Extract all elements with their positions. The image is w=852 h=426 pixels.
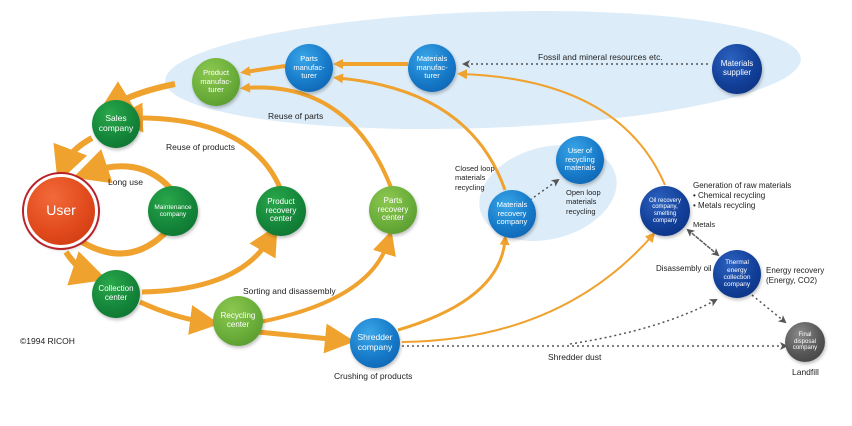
label-open-loop: Open loop materials recycling — [566, 188, 601, 216]
node-collection-center: Collection center — [92, 270, 140, 318]
label-shredder-dust: Shredder dust — [548, 352, 602, 362]
arrow-sales-to-user — [53, 135, 94, 183]
label-energy-recovery: Energy recovery (Energy, CO2) — [766, 266, 825, 285]
label-landfill: Landfill — [792, 367, 819, 377]
dotted-shredder-to-thermal — [569, 299, 718, 345]
label-crushing: Crushing of products — [334, 371, 413, 381]
dotted-thermal-to-final — [751, 294, 787, 324]
manufacturing-region — [165, 10, 801, 130]
arrow-recycling-to-parts-recovery — [259, 230, 396, 324]
arrow-user-to-collection — [63, 250, 108, 286]
node-parts-recovery-center-label: Parts recovery center — [377, 195, 409, 223]
node-recycling-center: Recycling center — [213, 296, 263, 346]
node-parts-manufacturer: Parts manufac- turer — [285, 44, 333, 92]
node-collection-center-label: Collection center — [98, 284, 134, 302]
node-materials-manufacturer-label: Materials manufac- turer — [416, 54, 448, 81]
node-materials-recovery-company: Materials recovery company — [488, 190, 536, 238]
arrow-collection-to-product-recovery — [141, 225, 278, 295]
arrow-shredder-to-oil-recovery — [401, 232, 656, 343]
node-recycling-center-label: Recycling center — [220, 311, 256, 329]
label-closed-loop: Closed loop materials recycling — [455, 164, 495, 192]
node-user-label: User — [46, 202, 76, 219]
arrow-collection-to-recycling — [138, 299, 220, 335]
node-shredder-company-label: Shredder company — [357, 332, 393, 352]
node-thermal-energy-company-label: Thermal energy collection company — [723, 259, 751, 289]
label-reuse-products: Reuse of products — [166, 142, 235, 152]
node-user: User — [22, 172, 100, 250]
node-user-of-recycling-materials-label: User of recycling materials — [564, 146, 596, 173]
materials-recycling-region — [479, 145, 617, 241]
arrow-shredder-to-materials-recovery — [397, 235, 510, 332]
node-materials-manufacturer: Materials manufac- turer — [408, 44, 456, 92]
node-user-of-recycling-materials: User of recycling materials — [556, 136, 604, 184]
arrow-user-to-maintenance — [80, 227, 171, 257]
node-product-manufacturer: Product manufac- turer — [192, 58, 240, 106]
arrow-recycling-to-shredder — [257, 323, 355, 354]
node-parts-manufacturer-label: Parts manufac- turer — [293, 54, 325, 81]
node-materials-supplier: Materials supplier — [712, 44, 762, 94]
node-final-disposal-company-label: Final disposal company — [792, 331, 818, 352]
node-product-recovery-center-label: Product recovery center — [265, 196, 297, 224]
arrow-parts-mfr-to-product-mfr — [240, 64, 286, 77]
node-maintenance-company-label: Maintenance company — [154, 203, 192, 218]
dotted-recovery-to-user-of-recycling — [529, 178, 560, 201]
node-maintenance-company: Maintenance company — [148, 186, 198, 236]
label-fossil: Fossil and mineral resources etc. — [538, 52, 663, 62]
node-final-disposal-company: Final disposal company — [785, 322, 825, 362]
node-shredder-company: Shredder company — [350, 318, 400, 368]
node-materials-recovery-company-label: Materials recovery company — [496, 200, 528, 227]
label-long-use: Long use — [108, 177, 143, 187]
copyright: ©1994 RICOH — [20, 336, 75, 346]
node-oil-recovery-company: Oil recovery company, smelting company — [640, 186, 690, 236]
arrow-materials-recovery-to-parts-mfr — [333, 73, 507, 191]
node-product-manufacturer-label: Product manufac- turer — [200, 68, 232, 95]
label-sorting: Sorting and disassembly — [243, 286, 336, 296]
node-sales-company: Sales company — [92, 100, 140, 148]
node-sales-company-label: Sales company — [98, 113, 134, 133]
dotted-thermal-to-oil — [686, 228, 719, 256]
node-product-recovery-center: Product recovery center — [256, 186, 306, 236]
label-generation: Generation of raw materials • Chemical r… — [693, 181, 792, 210]
arrow-maintenance-to-user — [72, 149, 173, 191]
label-metals: Metals — [693, 220, 716, 229]
arrow-oil-recovery-to-materials-mfr — [457, 69, 666, 186]
label-disassembly-oil: Disassembly oil — [656, 264, 712, 273]
node-oil-recovery-company-label: Oil recovery company, smelting company — [648, 197, 681, 224]
arrow-parts-recovery-to-product-mfr — [240, 82, 394, 191]
node-parts-recovery-center: Parts recovery center — [369, 186, 417, 234]
node-thermal-energy-company: Thermal energy collection company — [713, 250, 761, 298]
label-reuse-parts: Reuse of parts — [268, 111, 324, 121]
node-materials-supplier-label: Materials supplier — [720, 59, 754, 77]
arrow-product-recovery-to-sales — [113, 102, 284, 191]
